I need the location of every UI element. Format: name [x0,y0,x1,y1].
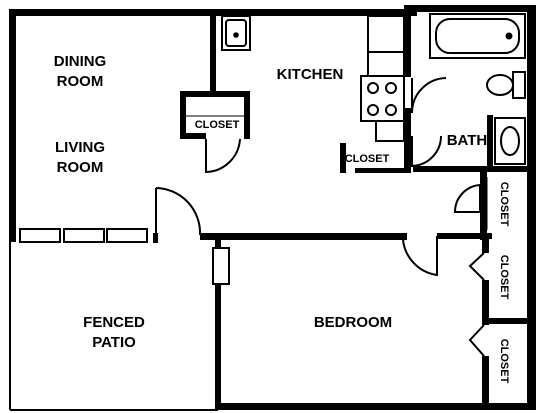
bedroom-closet-2-label: CLOSET [498,339,510,384]
kitchen-label: KITCHEN [277,66,344,83]
kitchen-closet-label: CLOSET [195,119,240,131]
counter [367,15,405,53]
bath-label: BATH [447,132,488,149]
walls [9,5,536,410]
patio-fence [9,242,218,411]
bath-fixtures [429,13,526,165]
closet-shelves [185,115,488,230]
stove-burners [367,82,397,116]
doors [155,77,485,357]
bedroom-label: BEDROOM [314,314,392,331]
hall-closet-label: CLOSET [345,153,390,165]
stove [360,75,405,122]
bedroom-closet-1-label: CLOSET [498,255,510,300]
closet-labels: CLOSET CLOSET CLOSET CLOSET CLOSET [195,119,510,384]
kitchen-fixtures [221,15,405,142]
patio-window [19,228,148,243]
bath-closet-label: CLOSET [498,182,510,227]
bedroom-window [212,247,230,285]
toilet [486,71,526,99]
